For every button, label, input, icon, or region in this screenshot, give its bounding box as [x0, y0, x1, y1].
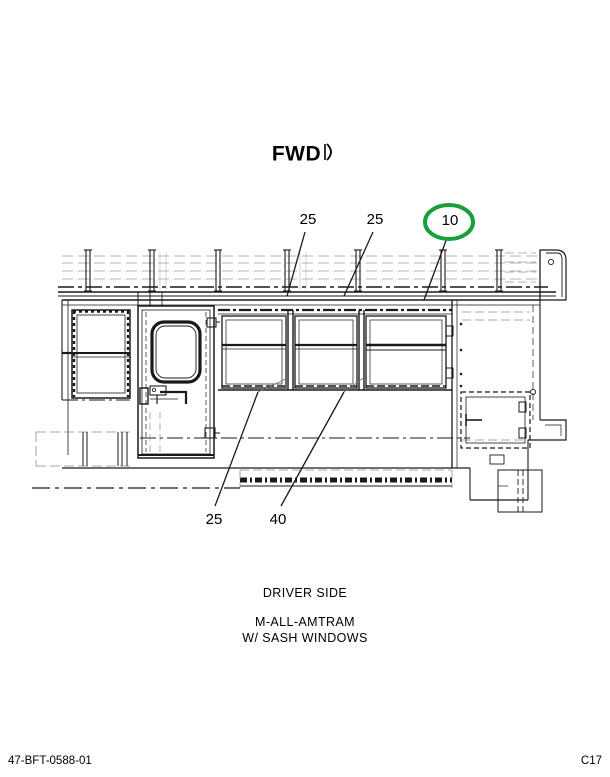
fwd-label-text: FWD [271, 142, 322, 166]
leader-lines [214, 231, 448, 507]
fwd-orientation-label: FWD [0, 142, 610, 168]
footer-part-number: 47-BFT-0588-01 [8, 755, 92, 767]
door-window [150, 320, 202, 384]
leader-10 [423, 237, 448, 301]
footer-page-number: C17 [580, 755, 602, 767]
caption-variant: W/ SASH WINDOWS [242, 631, 368, 645]
forward-direction-arrow-icon [322, 142, 338, 168]
door-handle [139, 385, 188, 405]
sash-window-bay-1 [221, 315, 287, 389]
rocker-skirt-panel [32, 469, 453, 489]
callout-10-highlighted: 10 [441, 212, 459, 229]
leader-25-bottom [214, 391, 259, 507]
callout-40-bottom: 40 [269, 511, 287, 528]
leader-25-top-b [343, 231, 374, 297]
leader-25-top-a [286, 231, 306, 297]
caption-driver-side: DRIVER SIDE [262, 586, 348, 600]
sash-window-bay-3 [365, 315, 447, 389]
front-window-bay [62, 309, 131, 399]
rear-pillar-fasteners [445, 322, 463, 388]
callout-25-top-b: 25 [366, 211, 384, 228]
caption-model: M-ALL-AMTRAM [255, 615, 355, 629]
leader-40-bottom [280, 391, 345, 507]
callout-25-top-a: 25 [299, 211, 317, 228]
rear-access-panel [460, 388, 537, 465]
roof-rail-assembly [58, 249, 567, 301]
entry-door [137, 291, 220, 459]
callout-25-bottom: 25 [205, 511, 223, 528]
highlight-ellipse-callout-10 [423, 203, 475, 241]
roof-fastener [547, 258, 555, 266]
sash-window-bays [218, 308, 452, 391]
leader-lines-thin [257, 375, 367, 393]
body-side-outline [35, 299, 567, 513]
sash-window-bay-2 [294, 315, 358, 389]
